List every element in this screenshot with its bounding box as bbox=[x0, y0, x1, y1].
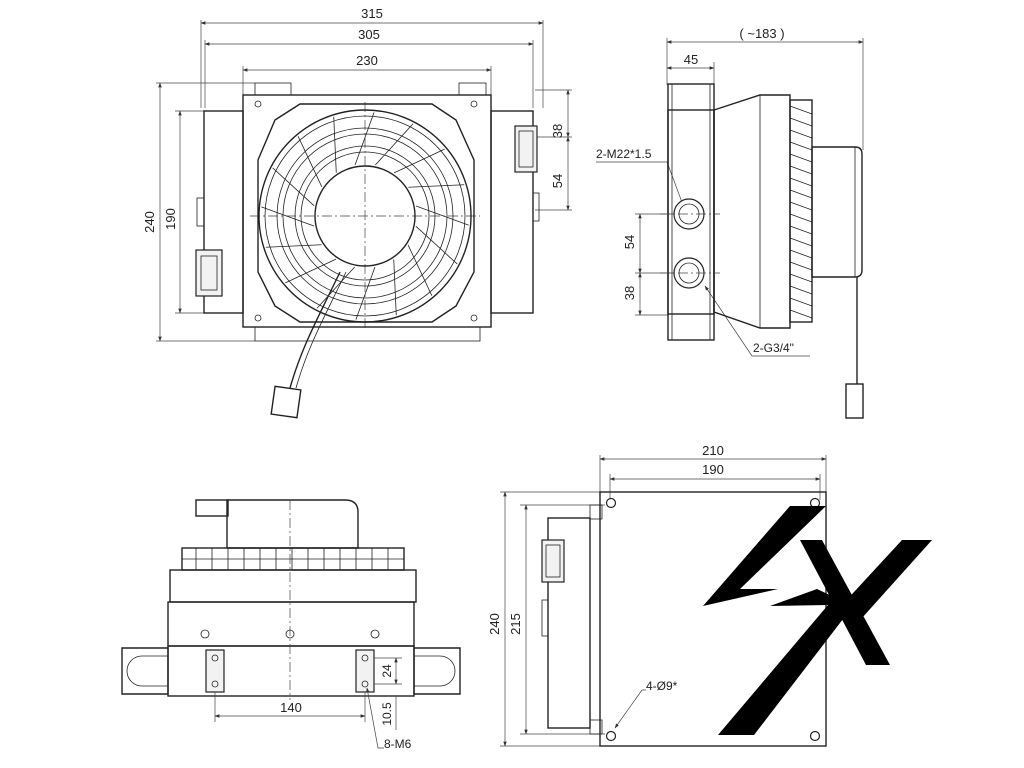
front-dim-core-width: 230 bbox=[356, 53, 378, 68]
front-dim-flange-width: 305 bbox=[358, 27, 380, 42]
front-dim-port-offset: 38 bbox=[550, 124, 565, 138]
front-dim-overall-width: 315 bbox=[361, 6, 383, 21]
side-callout-upper-port: 2-M22*1.5 bbox=[596, 147, 652, 161]
side-view: ( ~183 ) 45 54 38 2-M22*1.5 2-G3/4" bbox=[596, 26, 864, 419]
bottom-dimensions bbox=[214, 657, 402, 749]
rear-dim-bracket-width: 210 bbox=[702, 443, 724, 458]
fan-guard-spokes bbox=[261, 112, 469, 320]
rear-dim-hole-spacing: 215 bbox=[508, 613, 523, 635]
bottom-view: 140 24 10.5 8-M6 bbox=[121, 499, 461, 751]
fan-cable bbox=[270, 271, 347, 419]
side-dim-overall-depth: ( ~183 ) bbox=[739, 26, 784, 41]
bottom-dim-slot-offset: 10.5 bbox=[380, 702, 394, 726]
fan-guard bbox=[257, 103, 475, 323]
rear-dim-core-width: 190 bbox=[702, 462, 724, 477]
rear-callout-mount-holes: 4-Ø9* bbox=[646, 679, 678, 693]
bottom-dim-slot-height: 24 bbox=[380, 664, 394, 678]
side-dim-port-offset: 38 bbox=[622, 286, 637, 300]
bottom-body bbox=[121, 499, 461, 700]
side-body bbox=[660, 83, 864, 419]
sx-logo bbox=[703, 506, 932, 735]
front-dim-core-height: 190 bbox=[163, 208, 178, 230]
side-dim-core-depth: 45 bbox=[684, 52, 698, 67]
front-dim-overall-height: 240 bbox=[142, 211, 157, 233]
rear-dimensions bbox=[500, 455, 827, 747]
bottom-dim-foot-spacing: 140 bbox=[280, 700, 302, 715]
front-body bbox=[195, 82, 540, 342]
front-dimensions bbox=[156, 20, 572, 342]
side-dim-port-spacing: 54 bbox=[622, 235, 637, 249]
side-guard-ribs bbox=[789, 105, 813, 319]
front-view: 315 305 230 240 190 38 54 bbox=[142, 6, 572, 419]
bottom-callout-mount-threads: 8-M6 bbox=[384, 737, 412, 751]
side-dimensions bbox=[596, 38, 864, 357]
bottom-guard-grid bbox=[182, 548, 404, 570]
front-dim-port-spacing: 54 bbox=[550, 174, 565, 188]
rear-dim-overall-height: 240 bbox=[487, 613, 502, 635]
side-callout-lower-port: 2-G3/4" bbox=[753, 341, 794, 355]
